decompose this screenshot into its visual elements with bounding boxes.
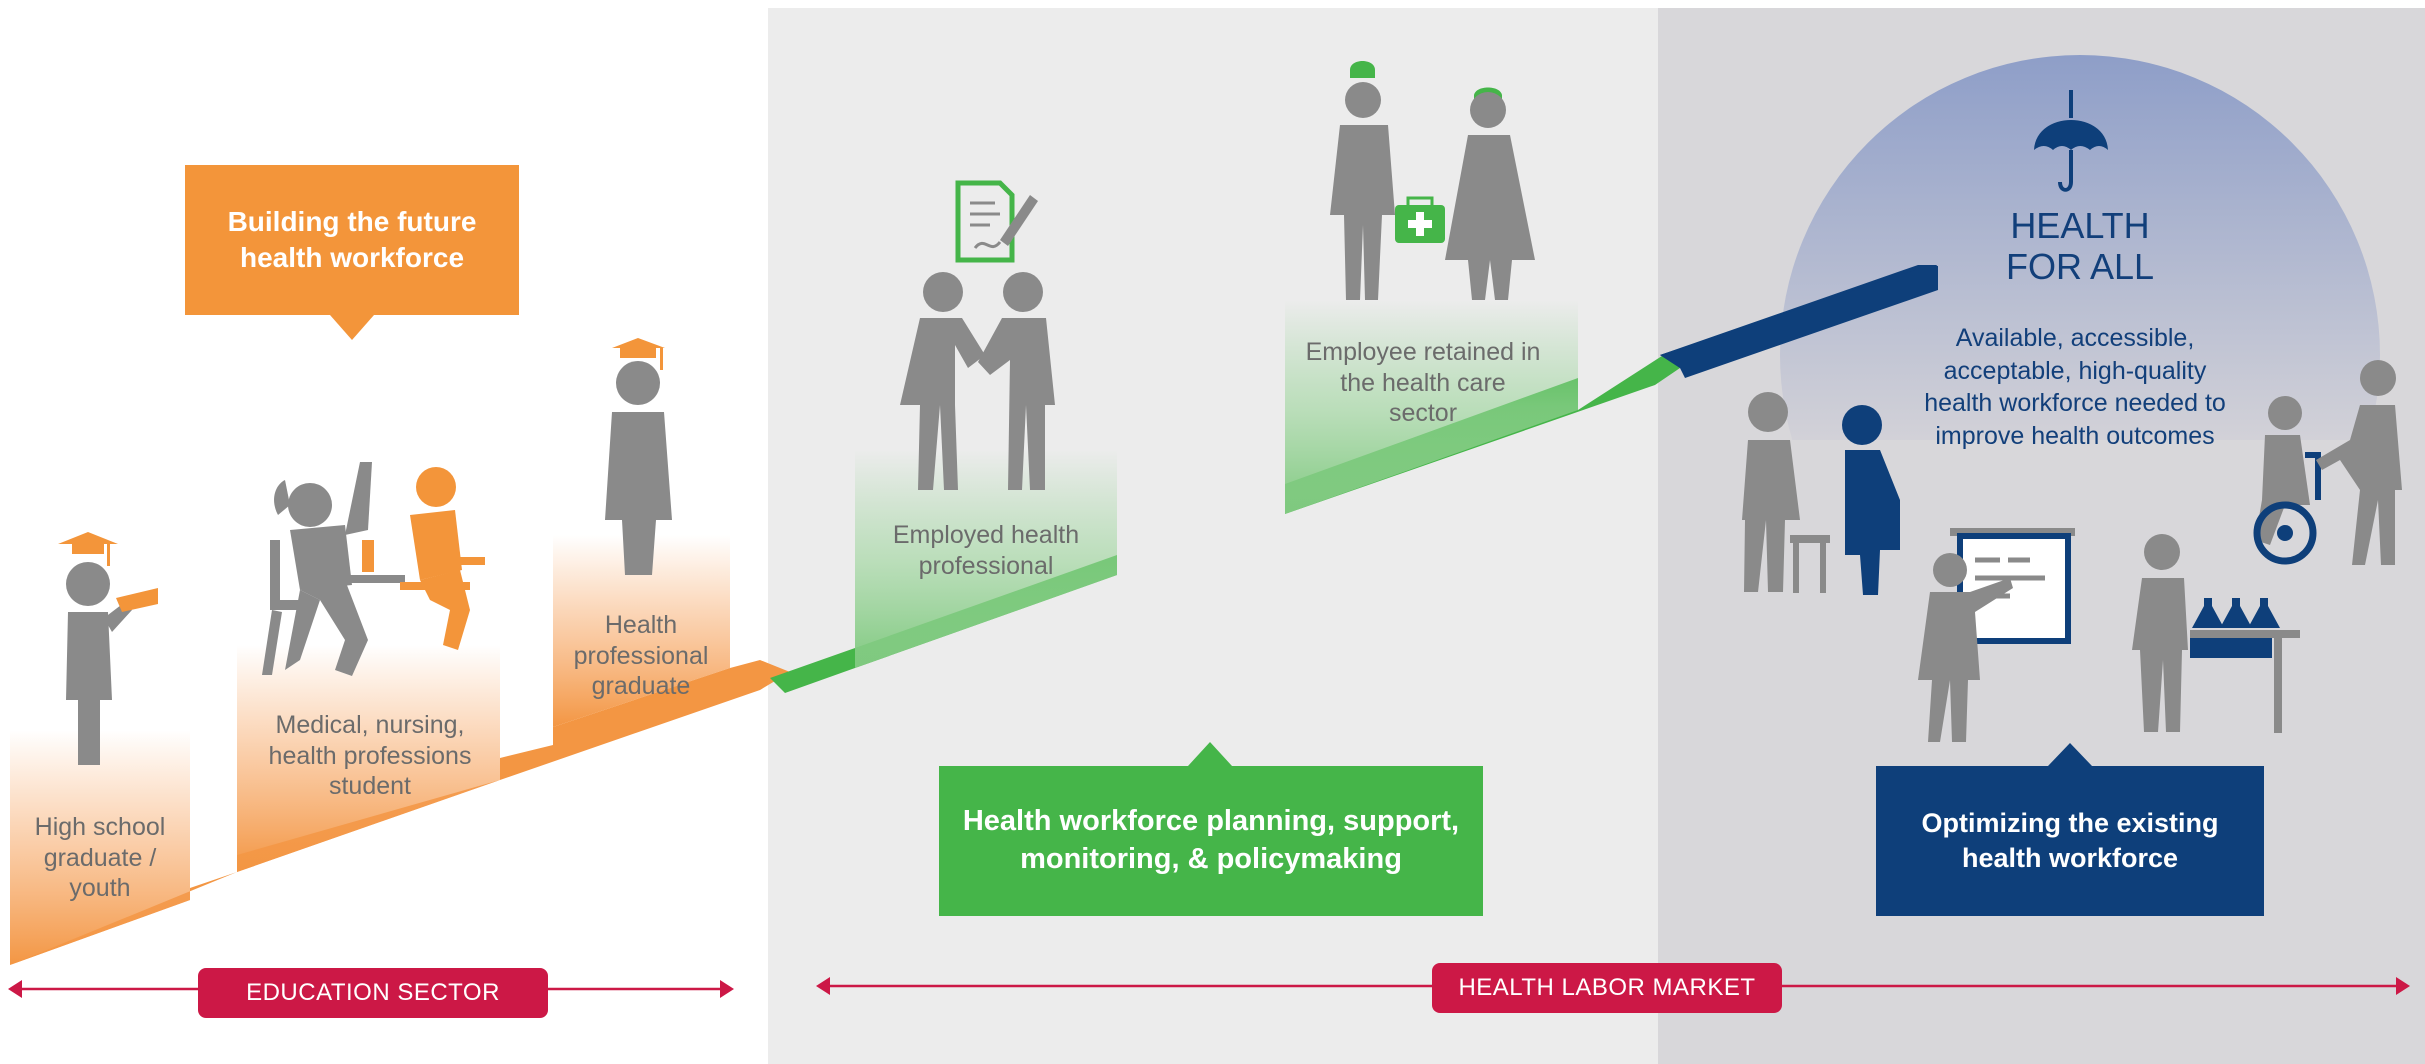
health-for-all-title-line2: FOR ALL xyxy=(2005,246,2155,288)
step-bar-retained xyxy=(1285,300,1578,514)
teacher-icon xyxy=(1918,528,2075,742)
step-bar-graduate xyxy=(553,535,730,727)
step-label-graduate: Health professional graduate xyxy=(573,611,709,700)
health-for-all-title-line1: HEALTH xyxy=(2010,205,2150,246)
callout-optimizing: Optimizing the existing health workforce xyxy=(1896,766,2244,916)
callout-building-future-shape xyxy=(185,165,519,340)
step-label-high-school: High school graduate / youth xyxy=(34,813,166,902)
callout-optimizing-shape xyxy=(1876,743,2264,916)
labor-market-label: HEALTH LABOR MARKET xyxy=(1432,963,1782,1013)
step-label-student: Medical, nursing, health professions stu… xyxy=(268,711,472,800)
contract-icon xyxy=(955,180,1038,263)
callout-planning-shape xyxy=(939,742,1483,916)
callout-building-future: Building the future health workforce xyxy=(200,165,504,315)
step-bar-student xyxy=(237,645,500,872)
umbrella-icon xyxy=(2034,90,2108,192)
health-workers-icon xyxy=(1330,61,1535,300)
callout-planning: Health workforce planning, support, moni… xyxy=(954,766,1468,916)
navy-arrow-head xyxy=(1660,265,1938,378)
graduate-youth-icon xyxy=(58,532,158,765)
step-bar-employed xyxy=(855,450,1117,668)
step-bar-high-school xyxy=(10,730,190,965)
callout-optimizing-text: Optimizing the existing health workforce xyxy=(1921,807,2219,873)
students-icon xyxy=(262,462,485,676)
callout-planning-text: Health workforce planning, support, moni… xyxy=(962,805,1460,875)
education-sector-label: EDUCATION SECTOR xyxy=(198,968,548,1018)
handshake-icon xyxy=(900,272,1055,490)
callout-building-future-text: Building the future health workforce xyxy=(227,205,477,273)
wheelchair-icon xyxy=(2253,360,2402,565)
health-for-all-circle xyxy=(1780,55,2380,440)
health-for-all-title: HEALTH FOR ALL xyxy=(1950,205,2210,288)
step-label-retained: Employee retained in the health care sec… xyxy=(1305,338,1541,427)
step-label-employed: Employed health professional xyxy=(892,521,1080,580)
lab-icon xyxy=(2132,534,2300,733)
doctor-patient-icon xyxy=(1742,392,1900,595)
graduate-icon xyxy=(605,338,672,575)
health-for-all-description: Available, accessible, acceptable, high-… xyxy=(1924,324,2226,450)
